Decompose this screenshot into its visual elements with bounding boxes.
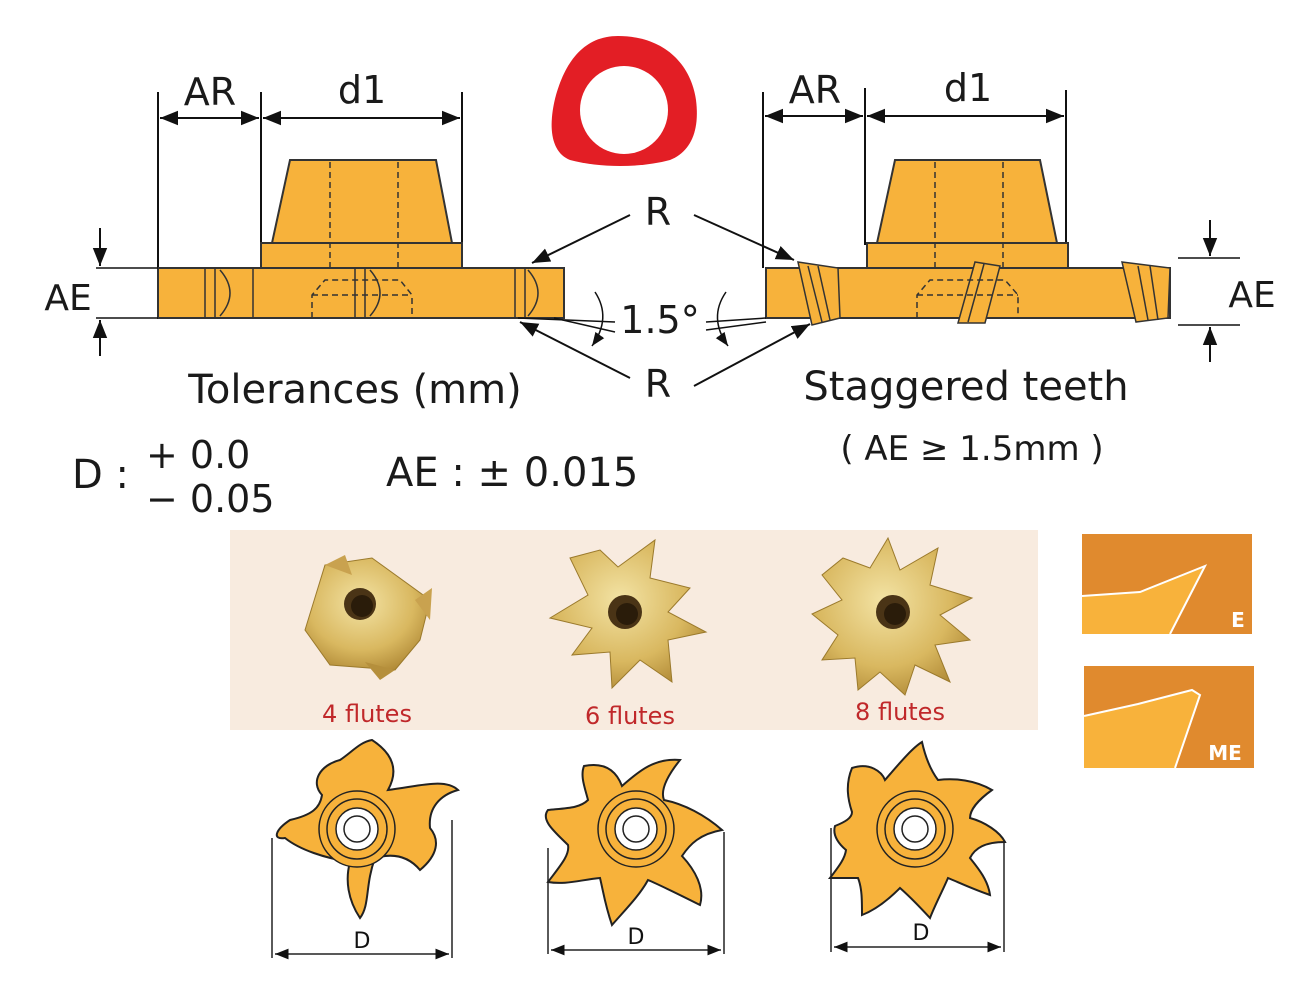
profile-e: E <box>1081 534 1252 635</box>
ae-label-right: AE <box>1228 275 1275 316</box>
profile-e-label: E <box>1231 608 1245 632</box>
d1-label-right: d1 <box>944 66 992 110</box>
ae-label-left: AE <box>44 278 91 319</box>
hub-collar <box>260 242 463 269</box>
drawing-6-d-label: D <box>628 925 645 950</box>
drawing-8-flutes: D <box>827 740 1007 953</box>
profile-me-label: ME <box>1208 741 1242 765</box>
ar-label-right: AR <box>789 68 841 112</box>
left-side-view: AR d1 AE Tolerances (mm) <box>44 68 565 413</box>
right-side-view: AR d1 AE Staggered teeth ( AE ≥ 1.5mm ) <box>762 66 1276 469</box>
drawing-6-flutes: D <box>544 758 725 956</box>
photo-panel: 4 flutes 6 flutes 8 flutes <box>230 530 1038 730</box>
photo-8-flutes: 8 flutes <box>811 536 974 726</box>
staggered-teeth-title: Staggered teeth <box>803 364 1128 410</box>
profile-me: ME <box>1083 666 1254 769</box>
d-tolerance-minus: − 0.05 <box>146 477 275 521</box>
r-label-top: R <box>645 190 671 234</box>
drawing-8-d-label: D <box>913 921 930 946</box>
r-label-bottom: R <box>645 362 671 406</box>
hub-cone <box>270 159 454 244</box>
ae-tolerance: AE : ± 0.015 <box>386 450 638 496</box>
cutter-disc <box>157 267 565 319</box>
photo-4-flutes: 4 flutes <box>304 555 432 728</box>
drawing-4-d-label: D <box>354 929 371 954</box>
staggered-teeth-note: ( AE ≥ 1.5mm ) <box>840 429 1103 469</box>
tolerances-title: Tolerances (mm) <box>187 367 521 413</box>
d-tolerance-plus: + 0.0 <box>146 433 250 477</box>
d1-label: d1 <box>338 68 386 112</box>
d-tolerance-label: D : <box>72 452 129 498</box>
center-annotations: R 1.5° R <box>517 36 811 406</box>
angle-label: 1.5° <box>620 298 699 342</box>
flute-label-4: 4 flutes <box>322 700 412 728</box>
drawing-4-flutes: D <box>271 738 460 960</box>
flute-label-6: 6 flutes <box>585 702 675 730</box>
photo-6-flutes: 6 flutes <box>548 538 708 730</box>
ar-label: AR <box>184 70 236 114</box>
hub-collar-right <box>866 242 1069 269</box>
tolerance-values: D : + 0.0 − 0.05 AE : ± 0.015 <box>72 433 638 521</box>
hub-cone-right <box>875 159 1059 244</box>
flute-label-8: 8 flutes <box>855 698 945 726</box>
